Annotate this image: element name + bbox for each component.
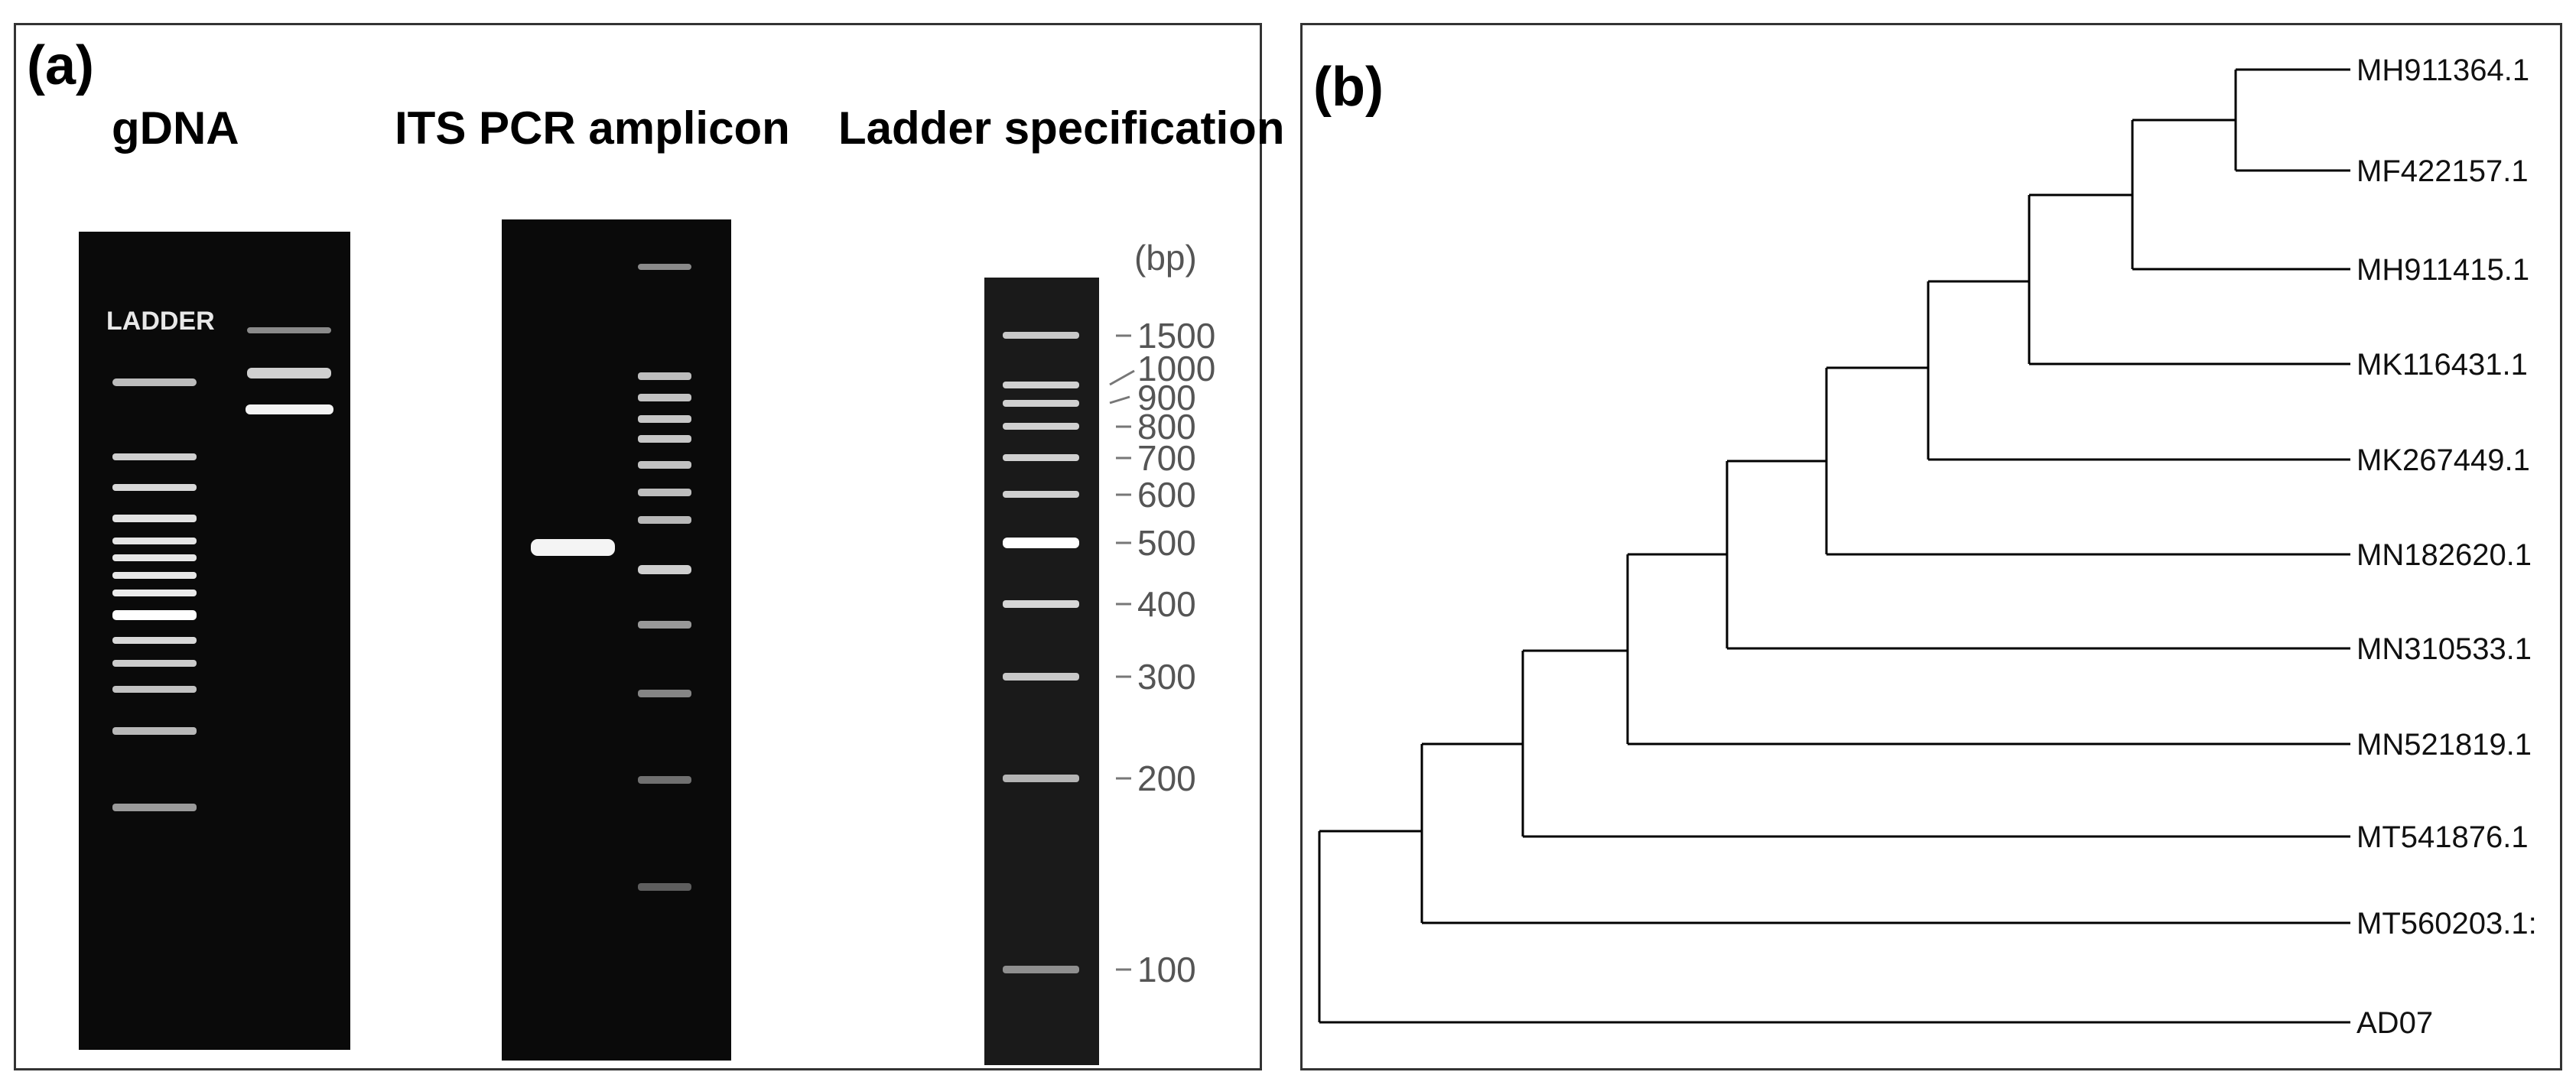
ladder-band [638, 621, 691, 629]
spec-band-200 [1003, 775, 1079, 782]
gdna-heading: gDNA [112, 102, 239, 154]
ladder-band [638, 690, 691, 697]
ladder-band [112, 637, 197, 644]
spec-size-100: 100 [1003, 950, 1196, 989]
taxon-label: MK116431.1 [2356, 348, 2528, 382]
phylo-tree: MH911364.1 MF422157.1 MH911415.1 MK11643… [1318, 54, 2537, 1040]
ladder-band [112, 484, 197, 491]
spec-size-500: 500 [1003, 523, 1196, 563]
gel-ladder-label: LADDER [106, 307, 215, 336]
ladder-band [112, 378, 197, 386]
spec-band-600 [1003, 491, 1079, 498]
gdna-gel-bands: LADDER [106, 307, 333, 811]
spec-band-1000 [1003, 382, 1079, 388]
ladder-band [112, 660, 197, 667]
gdna-smear-band [247, 327, 331, 333]
ladder-band [638, 565, 691, 574]
spec-size-400: 400 [1003, 584, 1196, 624]
ladder-band [638, 776, 691, 784]
ladder-band [638, 489, 691, 496]
spec-size-300: 300 [1003, 657, 1196, 697]
spec-size-1000: 1000 [1003, 349, 1215, 388]
ladder-band [112, 538, 197, 544]
taxon-label: MN521819.1 [2356, 728, 2532, 762]
spec-band-500 [1003, 538, 1079, 548]
ladder-band [638, 264, 691, 270]
spec-label-200: 200 [1137, 759, 1196, 798]
spec-label-400: 400 [1137, 584, 1196, 624]
spec-label-100: 100 [1137, 950, 1196, 989]
taxon-label: AD07 [2356, 1006, 2433, 1040]
tree-branches [1318, 68, 2350, 1024]
gdna-gel: LADDER [79, 232, 350, 1050]
gdna-band [246, 404, 333, 414]
ladder-spec-gel [984, 278, 1099, 1065]
ladder-band [112, 727, 197, 735]
panel-b-label: (b) [1313, 57, 1384, 118]
spec-band-400 [1003, 600, 1079, 608]
its-gel-bands [531, 264, 691, 891]
panel-a-label: (a) [27, 35, 94, 96]
spec-label-1500: 1500 [1137, 316, 1215, 356]
ladder-band [112, 590, 197, 596]
spec-size-1500: 1500 [1003, 316, 1215, 356]
ladder-band [638, 435, 691, 443]
ladder-band [112, 686, 197, 693]
spec-label-900: 900 [1137, 378, 1196, 417]
spec-band-900 [1003, 400, 1079, 407]
spec-tick [1109, 395, 1130, 404]
taxon-label: MN182620.1 [2356, 538, 2532, 572]
ladder-band [112, 515, 197, 522]
spec-unit: (bp) [1134, 238, 1197, 278]
taxon-label: MF422157.1 [2356, 154, 2529, 188]
spec-label-600: 600 [1137, 475, 1196, 515]
tree-tip-labels: MH911364.1 MF422157.1 MH911415.1 MK11643… [2356, 54, 2537, 1040]
spec-label-300: 300 [1137, 657, 1196, 697]
ladder-band [638, 516, 691, 524]
its-pcr-gel [502, 219, 731, 1061]
ladder-band [638, 461, 691, 469]
panel-a-gel-images: (a) gDNA ITS PCR amplicon Ladder specifi… [14, 23, 1284, 1070]
panel-b-phylogenetic-tree: (b) [1300, 23, 2562, 1070]
ladder-spec-diagram: (bp) 1500 1000 900 800 700 [984, 238, 1215, 1065]
spec-band-700 [1003, 454, 1079, 461]
spec-band-800 [1003, 423, 1079, 430]
taxon-label: MT560203.1: [2356, 907, 2537, 940]
ladder-band [638, 415, 691, 423]
spec-label-500: 500 [1137, 523, 1196, 563]
its-amplicon-band [531, 539, 615, 556]
taxon-label: MH911364.1 [2356, 54, 2529, 87]
ladder-band [638, 394, 691, 401]
spec-size-600: 600 [1003, 475, 1196, 515]
ladder-band [112, 610, 197, 620]
gdna-band [247, 368, 331, 378]
spec-band-1500 [1003, 332, 1079, 339]
spec-size-800: 800 [1003, 407, 1196, 447]
taxon-label: MT541876.1 [2356, 820, 2529, 854]
spec-size-200: 200 [1003, 759, 1196, 798]
spec-tick [1109, 369, 1135, 386]
spec-band-100 [1003, 966, 1079, 973]
taxon-label: MH911415.1 [2356, 253, 2529, 287]
ladder-band [112, 572, 197, 579]
spec-size-900: 900 [1003, 378, 1196, 417]
spec-band-300 [1003, 673, 1079, 681]
spec-label-700: 700 [1137, 438, 1196, 478]
ladder-band [112, 804, 197, 811]
taxon-label: MN310533.1 [2356, 632, 2532, 666]
spec-label-1000: 1000 [1137, 349, 1215, 388]
its-heading: ITS PCR amplicon [395, 102, 790, 154]
ladder-band [638, 372, 691, 380]
ladder-band [638, 883, 691, 891]
ladder-band [112, 554, 197, 561]
spec-label-800: 800 [1137, 407, 1196, 447]
ladder-band [112, 453, 197, 460]
ladder-spec-heading: Ladder specification [838, 102, 1285, 154]
spec-size-700: 700 [1003, 438, 1196, 478]
taxon-label: MK267449.1 [2356, 443, 2530, 477]
